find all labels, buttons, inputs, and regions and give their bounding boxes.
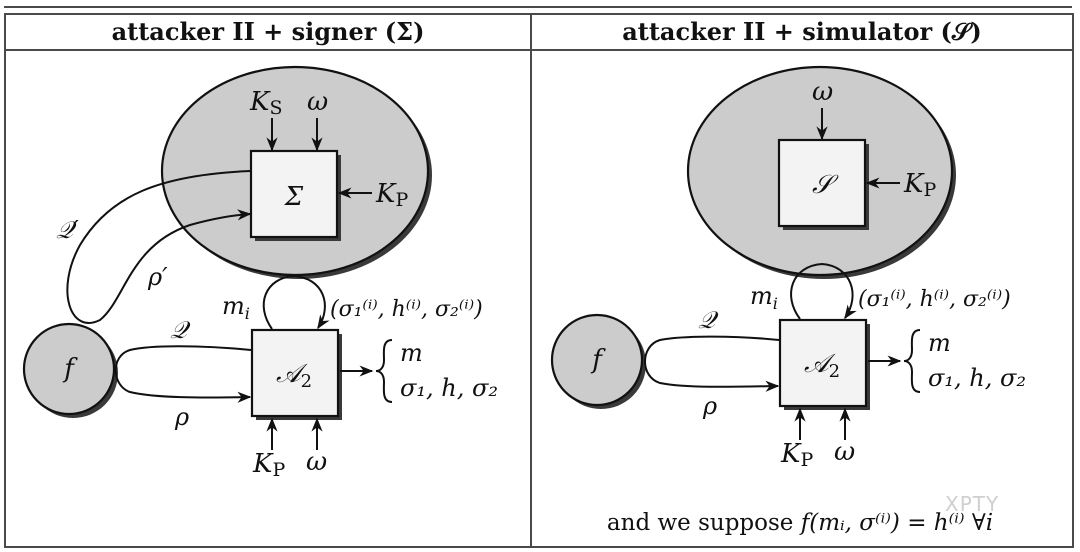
function-query-label: 𝒬 (170, 316, 191, 344)
comparison-table: attacker II + signer (Σ) attacker II + s… (4, 13, 1074, 548)
signing-query-loop (262, 274, 330, 330)
output-signature: σ₁, h, σ₂ (400, 374, 498, 402)
right-function-query-label: 𝒬 (698, 306, 719, 334)
query-response-loop (66, 170, 252, 324)
right-signature-response-label: (σ₁⁽ⁱ⁾, h⁽ⁱ⁾, σ₂⁽ⁱ⁾) (858, 287, 1011, 312)
header-divider (6, 49, 1072, 51)
assumption-prefix: and we suppose (606, 510, 801, 536)
randomness-label: ω (307, 87, 328, 117)
signature-response-label: (σ₁⁽ⁱ⁾, h⁽ⁱ⁾, σ₂⁽ⁱ⁾) (330, 297, 483, 322)
public-key-label: KP (375, 179, 408, 211)
query-prime-label: 𝒬′ (56, 216, 79, 244)
header-signer: attacker II + signer (Σ) (111, 17, 425, 46)
function-node (22, 322, 116, 416)
left-panel: Σ KS ω KP 𝒬′ ρ′ f 𝒜2 𝒬 ρ i mi (σ₁⁽ⁱ⁾, h⁽… (22, 65, 498, 481)
output-message: m (400, 339, 423, 367)
attacker-randomness-label: ω (306, 447, 327, 477)
attacker-box (250, 328, 340, 418)
assumption-formula: f(mᵢ, σ⁽ⁱ⁾) = h⁽ⁱ⁾ ∀i (800, 510, 994, 536)
attacker-public-key-label: KP (252, 449, 285, 481)
header-simulator: attacker II + simulator (𝒮) (622, 17, 982, 46)
right-message-query-label: mi (750, 282, 778, 313)
message-query-label: mi (222, 292, 250, 323)
right-attacker-box (778, 318, 868, 408)
top-rule (4, 6, 1072, 8)
right-attacker-public-key-label: KP (780, 439, 813, 471)
simulator-randomness-label: ω (812, 77, 833, 107)
right-output-signature: σ₁, h, σ₂ (928, 364, 1026, 392)
right-function-query-loop (644, 335, 780, 392)
column-divider (530, 15, 532, 546)
right-function-node (550, 313, 644, 407)
function-query-loop (114, 345, 252, 403)
rho-prime-label: ρ′ (147, 263, 168, 291)
right-panel: 𝒮 ω KP f 𝒜2 𝒬 ρ mi (σ₁⁽ⁱ⁾, h⁽ⁱ⁾, σ₂⁽ⁱ⁾) … (550, 65, 1026, 471)
right-attacker-randomness-label: ω (834, 437, 855, 467)
right-signing-query-loop (790, 262, 857, 320)
signer-box (249, 149, 339, 239)
secret-key-label: KS (249, 87, 282, 119)
right-function-response-label: ρ (702, 392, 717, 420)
function-response-label: ρ (174, 403, 189, 431)
right-output-brace (903, 329, 921, 393)
watermark: XPTY (945, 492, 1000, 516)
simulator-public-key-label: KP (903, 169, 936, 201)
assumption-note: and we suppose f(mᵢ, σ⁽ⁱ⁾) = h⁽ⁱ⁾ ∀i (530, 510, 1070, 536)
right-output-message: m (928, 329, 951, 357)
simulator-box (777, 138, 867, 228)
signer-box-label: Σ (284, 182, 304, 212)
output-brace (375, 339, 393, 403)
